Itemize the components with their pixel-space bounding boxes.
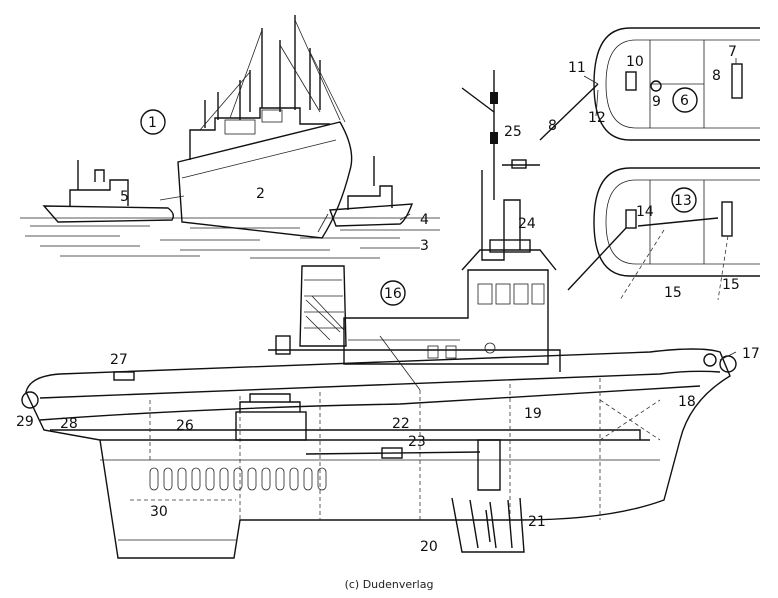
label-5: 5 <box>120 189 129 205</box>
label-29: 29 <box>16 414 34 430</box>
label-28: 28 <box>60 416 78 432</box>
plan-view-stern-tow <box>567 167 760 301</box>
large-ship-superstructure <box>189 107 330 160</box>
label-20: 20 <box>420 539 438 555</box>
portholes <box>149 467 327 491</box>
label-15-a: 15 <box>664 285 682 301</box>
label-25: 25 <box>504 124 522 140</box>
towing-winch <box>113 371 135 381</box>
engine <box>235 393 307 441</box>
label-8-plan: 8 <box>712 68 721 84</box>
label-24: 24 <box>518 216 536 232</box>
label-23: 23 <box>408 434 426 450</box>
funnel <box>299 265 347 347</box>
stern-fender <box>21 391 39 409</box>
tug-left-hull <box>42 205 175 223</box>
label-6: 6 <box>680 93 689 109</box>
label-19: 19 <box>524 406 542 422</box>
label-7: 7 <box>728 44 737 60</box>
main-hull <box>25 348 731 559</box>
label-12: 12 <box>588 110 606 126</box>
propeller-shaft <box>305 451 481 455</box>
leader-lines <box>399 58 737 361</box>
towing-scene <box>20 15 440 259</box>
internal-frames <box>130 378 661 520</box>
radar-mast <box>461 70 540 261</box>
copyright-credit: (c) Dudenverlag <box>344 578 434 591</box>
tug-right-hull <box>329 203 414 227</box>
label-8-line: 8 <box>548 118 557 134</box>
label-27: 27 <box>110 352 128 368</box>
label-15-b: 15 <box>722 277 740 293</box>
plan-view-bow-tow <box>539 27 760 141</box>
label-14: 14 <box>636 204 654 220</box>
large-ship-hull <box>177 121 353 239</box>
label-4: 4 <box>420 212 429 228</box>
label-10: 10 <box>626 54 644 70</box>
label-1: 1 <box>148 115 157 131</box>
label-21: 21 <box>528 514 546 530</box>
label-18: 18 <box>678 394 696 410</box>
label-22: 22 <box>392 416 410 432</box>
label-3: 3 <box>420 238 429 254</box>
rudder-propeller <box>451 439 525 553</box>
water-surface <box>20 217 440 259</box>
label-26: 26 <box>176 418 194 434</box>
label-17: 17 <box>742 346 760 362</box>
callout-labels: 1 2 3 4 5 6 7 8 8 9 10 11 12 13 14 15 15… <box>16 44 760 555</box>
label-30: 30 <box>150 504 168 520</box>
label-16: 16 <box>384 286 402 302</box>
large-ship-masts <box>204 15 321 128</box>
label-9: 9 <box>652 94 661 110</box>
label-11: 11 <box>568 60 586 76</box>
label-2: 2 <box>256 186 265 202</box>
label-13: 13 <box>674 193 692 209</box>
tug-profile <box>21 239 737 559</box>
